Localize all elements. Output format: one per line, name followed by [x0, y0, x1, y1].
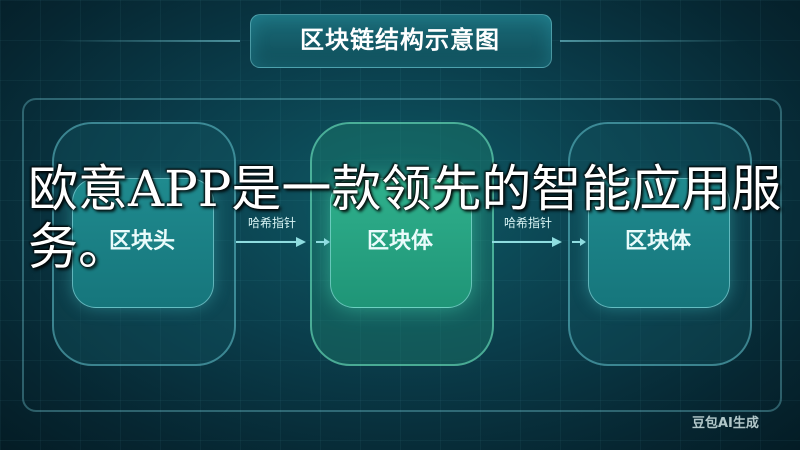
watermark: 豆包AI生成: [692, 416, 759, 431]
title-banner: [250, 14, 552, 68]
arrow-right-icon: [492, 237, 562, 247]
hash-pointer-label-2: 哈希指针: [503, 216, 552, 230]
block-label-body-1: 区块体: [366, 229, 433, 254]
title-decor-line-left: [60, 40, 240, 42]
arrow-small-right-icon: [316, 238, 330, 246]
title-decor-line-right: [560, 40, 740, 42]
block-inner-2: [330, 178, 472, 308]
arrow-right-icon: [236, 237, 306, 247]
arrow-small-right-icon: [572, 238, 586, 246]
block-label-header: 区块头: [108, 229, 175, 254]
overlay-caption: 欧意APP是一款领先的智能应用服务。: [28, 160, 782, 276]
hash-pointer-label-1: 哈希指针: [247, 216, 296, 230]
block-inner-1: [72, 178, 214, 308]
diagram-title: 区块链结构示意图: [300, 26, 500, 54]
block-label-body-2: 区块体: [624, 229, 691, 254]
diagram-frame: [22, 98, 782, 412]
block-inner-3: [588, 178, 730, 308]
